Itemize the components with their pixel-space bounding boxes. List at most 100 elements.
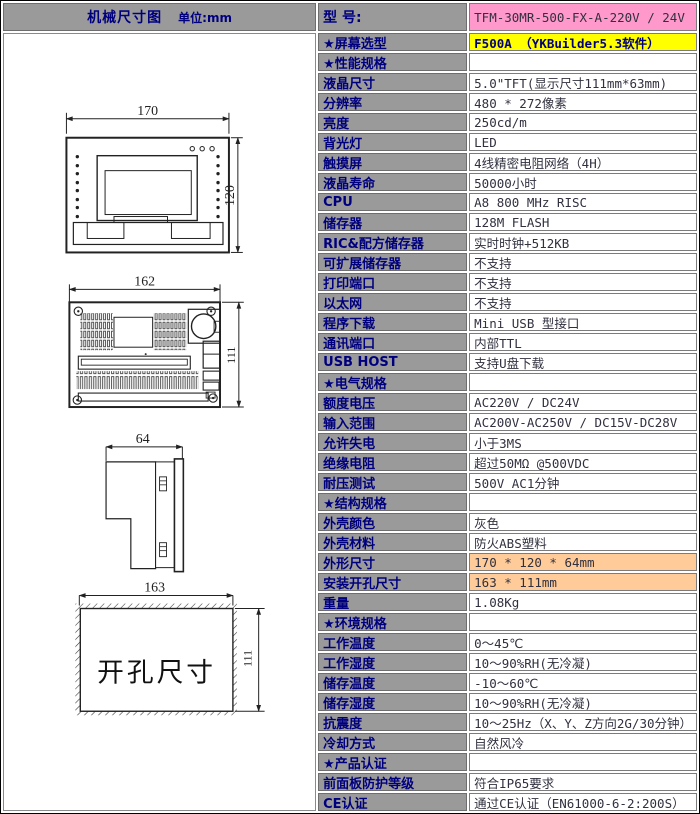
spec-row-label: RIC&配方储存器 bbox=[318, 233, 468, 251]
spec-row: RIC&配方储存器实时时钟+512KB bbox=[318, 233, 697, 251]
spec-row-value: AC220V / DC24V bbox=[469, 393, 697, 411]
spec-row-value: 防火ABS塑料 bbox=[469, 533, 697, 551]
spec-row-label: 液晶尺寸 bbox=[318, 73, 468, 91]
model-label: 型 号: bbox=[318, 3, 468, 31]
spec-row-label: 绝缘电阻 bbox=[318, 453, 468, 471]
spec-row-value: 不支持 bbox=[469, 273, 697, 291]
spec-row-label: 可扩展储存器 bbox=[318, 253, 468, 271]
spec-row: 绝缘电阻超过50MΩ @500VDC bbox=[318, 453, 697, 471]
front-mount-dots bbox=[75, 154, 220, 219]
spec-row-label: 允许失电 bbox=[318, 433, 468, 451]
spec-row-value: 支持U盘下载 bbox=[469, 353, 697, 371]
spec-row-label: 储存器 bbox=[318, 213, 468, 231]
spec-row-label: 打印端口 bbox=[318, 273, 468, 291]
spec-row-value: 50000小时 bbox=[469, 173, 697, 191]
spec-row-value: 128M FLASH bbox=[469, 213, 697, 231]
section-header-row: ★性能规格 bbox=[318, 53, 697, 71]
spec-row-value: 10～25Hz（X、Y、Z方向2G/30分钟） bbox=[469, 713, 697, 731]
front-view-drawing: 170 120 bbox=[65, 104, 243, 254]
spec-row-value: 不支持 bbox=[469, 293, 697, 311]
spec-row: 以太网不支持 bbox=[318, 293, 697, 311]
side-view-drawing: 64 bbox=[105, 432, 185, 573]
spec-row-value: 1.08Kg bbox=[469, 593, 697, 611]
back-height-dim: 111 bbox=[224, 347, 238, 364]
section-header-row: ★产品认证 bbox=[318, 753, 697, 771]
side-depth-dim: 64 bbox=[136, 432, 150, 447]
spec-row-label: 外壳材料 bbox=[318, 533, 468, 551]
spec-row-value: 5.0"TFT(显示尺寸111mm*63mm) bbox=[469, 73, 697, 91]
cutout-drawing: 163 开孔尺寸 111 bbox=[75, 581, 265, 716]
spec-row-value: F500A （YKBuilder5.3软件） bbox=[469, 33, 697, 51]
spec-row-value bbox=[469, 373, 697, 391]
cutout-label: 开孔尺寸 bbox=[97, 657, 216, 687]
spec-row-value bbox=[469, 53, 697, 71]
spec-row-label: 储存温度 bbox=[318, 673, 468, 691]
spec-row-label: 冷却方式 bbox=[318, 733, 468, 751]
spec-row-value bbox=[469, 493, 697, 511]
spec-row-value: 自然风冷 bbox=[469, 733, 697, 751]
cutout-height-dim: 111 bbox=[241, 650, 255, 667]
spec-row-label: 工作湿度 bbox=[318, 653, 468, 671]
spec-row-label: ★环境规格 bbox=[318, 613, 468, 631]
spec-row-value: 163 * 111mm bbox=[469, 573, 697, 591]
mechanical-header: 机械尺寸图 单位:mm bbox=[3, 3, 317, 31]
spec-row-label: 抗震度 bbox=[318, 713, 468, 731]
spec-row-label: 工作温度 bbox=[318, 633, 468, 651]
spec-row-label: 分辨率 bbox=[318, 93, 468, 111]
spec-row-label: ★电气规格 bbox=[318, 373, 468, 391]
mechanical-title: 机械尺寸图 bbox=[87, 10, 163, 26]
spec-row-value: 0～45℃ bbox=[469, 633, 697, 651]
spec-row-label: 背光灯 bbox=[318, 133, 468, 151]
vent-slots-bottom bbox=[76, 371, 199, 390]
spec-row-value: A8 800 MHz RISC bbox=[469, 193, 697, 211]
spec-row-label: 触摸屏 bbox=[318, 153, 468, 171]
spec-row-label: 亮度 bbox=[318, 113, 468, 131]
spec-row: 储存温度-10～60℃ bbox=[318, 673, 697, 691]
spec-row: 允许失电小于3MS bbox=[318, 433, 697, 451]
back-view-drawing: 162 bbox=[68, 274, 244, 409]
spec-row-label: ★产品认证 bbox=[318, 753, 468, 771]
spec-row: 通讯端口内部TTL bbox=[318, 333, 697, 351]
spec-row: 外壳材料防火ABS塑料 bbox=[318, 533, 697, 551]
dimension-drawings: 170 120 bbox=[65, 104, 265, 716]
spec-row-label: 额度电压 bbox=[318, 393, 468, 411]
front-width-dim: 170 bbox=[137, 104, 158, 119]
spec-row-label: CPU bbox=[318, 193, 468, 211]
spec-row-label: 液晶寿命 bbox=[318, 173, 468, 191]
spec-row-value: 实时时钟+512KB bbox=[469, 233, 697, 251]
section-header-row: ★环境规格 bbox=[318, 613, 697, 631]
spec-row-value bbox=[469, 613, 697, 631]
model-row: 型 号: TFM-30MR-500-FX-A-220V / 24V bbox=[318, 3, 697, 31]
battery-holder bbox=[190, 313, 217, 340]
spec-row-value: AC200V-AC250V / DC15V-DC28V bbox=[469, 413, 697, 431]
unit-label: 单位:mm bbox=[178, 10, 232, 25]
spec-row: 打印端口不支持 bbox=[318, 273, 697, 291]
spec-row-label: CE认证 bbox=[318, 793, 468, 811]
spec-row-label: 以太网 bbox=[318, 293, 468, 311]
spec-row-value: 4线精密电阻网络（4H） bbox=[469, 153, 697, 171]
back-width-dim: 162 bbox=[134, 274, 155, 289]
spec-row: 前面板防护等级符合IP65要求 bbox=[318, 773, 697, 791]
spec-row: 冷却方式自然风冷 bbox=[318, 733, 697, 751]
section-header-row: ★电气规格 bbox=[318, 373, 697, 391]
spec-row-value: 170 * 120 * 64mm bbox=[469, 553, 697, 571]
spec-row-label: ★性能规格 bbox=[318, 53, 468, 71]
spec-row-label: 外形尺寸 bbox=[318, 553, 468, 571]
spec-row-value: Mini USB 型接口 bbox=[469, 313, 697, 331]
spec-row-value: 500V AC1分钟 bbox=[469, 473, 697, 491]
spec-row-value: 250cd/m bbox=[469, 113, 697, 131]
spec-row-label: 储存湿度 bbox=[318, 693, 468, 711]
